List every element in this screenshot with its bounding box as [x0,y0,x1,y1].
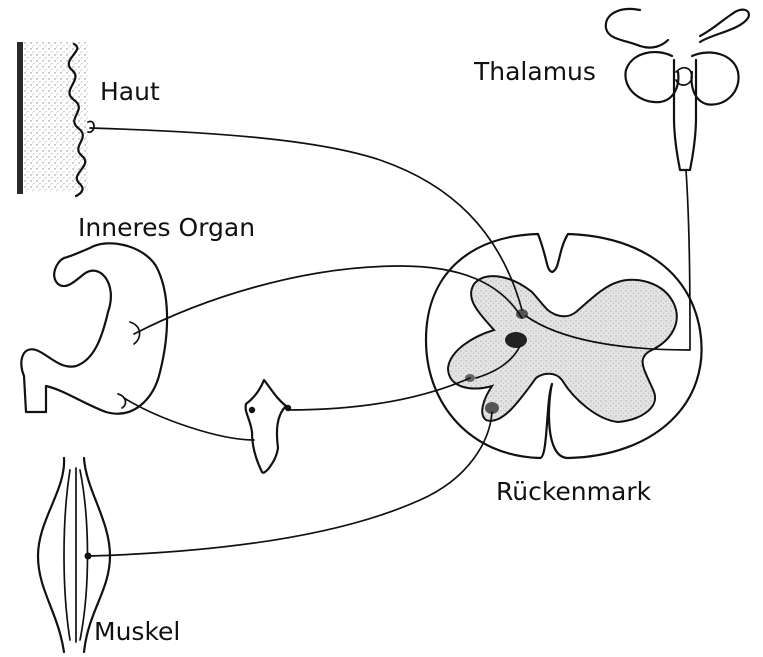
label-thalamus: Thalamus [473,57,596,86]
muscle-fibers [64,468,88,642]
label-muskel: Muskel [94,617,180,646]
pathway-organ-to-ganglion [124,398,254,440]
thalamus-upper-right-lobe [700,10,749,42]
ganglion-structure [246,380,292,473]
skin-structure [17,42,94,196]
ganglion-left-cell [249,407,255,413]
central-canal [505,332,527,348]
thalamus-upper-left-lobe [606,9,668,48]
skin-edge [17,42,23,194]
pathway-muscle-to-ventral-horn [90,412,492,556]
organ-receptor-lower [118,394,125,408]
label-rueckenmark: Rückenmark [496,477,652,506]
pathway-organ-to-dorsal-horn [134,266,522,334]
thalamus-left-lobe [625,52,678,102]
thalamus-right-lobe [692,53,739,105]
skin-tissue [20,42,88,192]
spinal-cord-structure [426,234,702,458]
skin-receptor [88,121,94,132]
ganglion-body [246,380,286,473]
label-haut: Haut [100,77,160,106]
thalamus-structure [606,9,749,170]
label-inneres-organ: Inneres Organ [78,213,255,242]
